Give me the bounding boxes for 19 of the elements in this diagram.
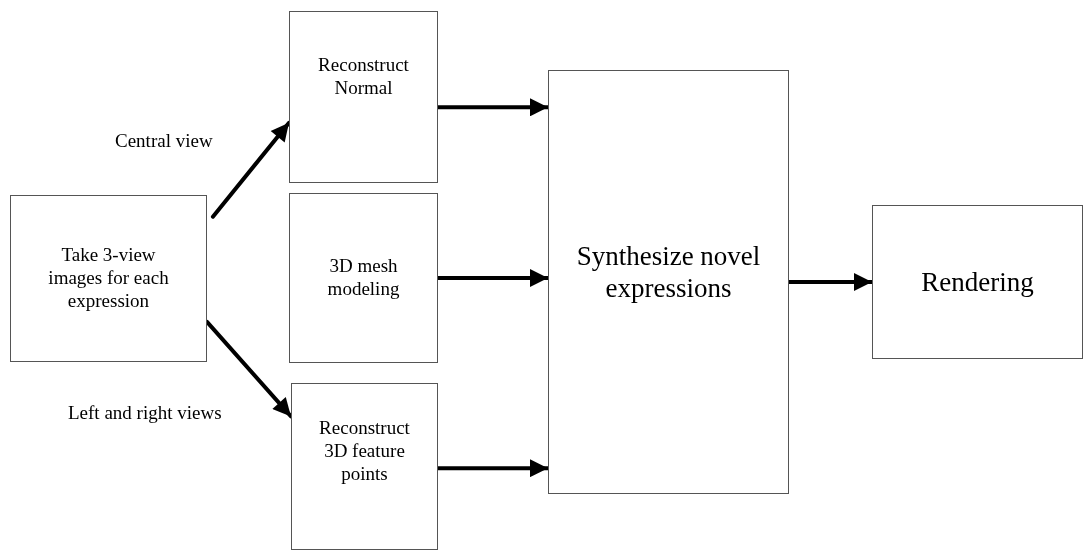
process-box: [291, 383, 438, 550]
box-label: Reconstruct Normal: [317, 54, 410, 100]
box-label: Synthesize novel expressions: [575, 239, 762, 305]
arrow: [205, 319, 293, 419]
arrow: [210, 120, 291, 219]
arrow: [436, 269, 550, 287]
arrow: [436, 459, 550, 478]
process-box: [289, 193, 438, 363]
process-box: [548, 70, 789, 494]
box-label: Take 3-view images for each expression: [47, 244, 170, 313]
edge-label: Left and right views: [68, 402, 222, 425]
box-label: 3D mesh modeling: [326, 255, 401, 301]
box-label: Reconstruct 3D feature points: [318, 417, 411, 486]
arrow: [787, 273, 874, 291]
process-box: [10, 195, 207, 362]
arrow: [436, 98, 550, 117]
process-box: [289, 11, 438, 183]
process-box: [872, 205, 1083, 359]
box-label: Rendering: [920, 265, 1035, 299]
